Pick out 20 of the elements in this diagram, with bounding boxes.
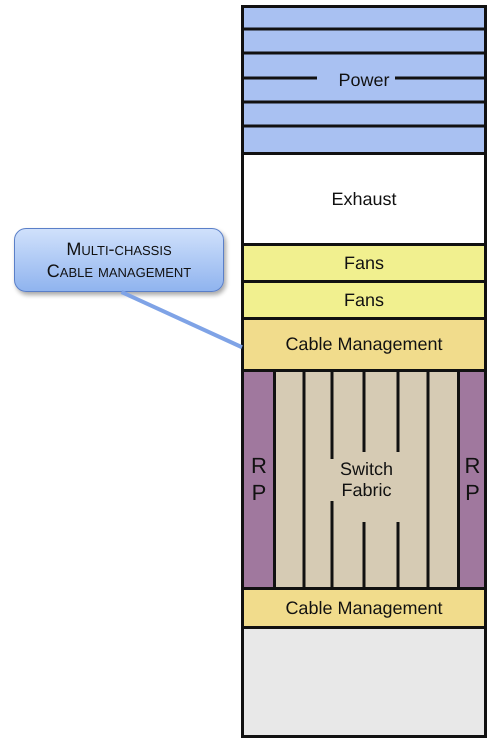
- section-label: Fans: [344, 252, 384, 274]
- switch-fabric-slots: [273, 369, 460, 590]
- section-label: RP: [246, 452, 272, 506]
- chassis-section: [241, 317, 487, 372]
- section-label: Fans: [344, 290, 384, 310]
- empty-bay: [241, 626, 487, 738]
- route-processor-slot: [457, 369, 487, 590]
- section-label: Cable Management: [285, 598, 443, 618]
- route-processor-slot: [241, 369, 276, 590]
- power-supply-bay: [241, 5, 487, 155]
- callout-bubble: [14, 228, 224, 292]
- section-label: RP: [459, 452, 485, 506]
- chassis-section: [241, 152, 487, 246]
- section-label: Cable Management: [285, 334, 443, 355]
- section-label: Multi-chassis Cable management: [46, 238, 192, 282]
- chassis-section: [241, 280, 487, 320]
- section-label: Exhaust: [331, 188, 397, 210]
- chassis-section: [241, 243, 487, 283]
- section-label: Power: [337, 70, 391, 90]
- chassis-section: [241, 587, 487, 629]
